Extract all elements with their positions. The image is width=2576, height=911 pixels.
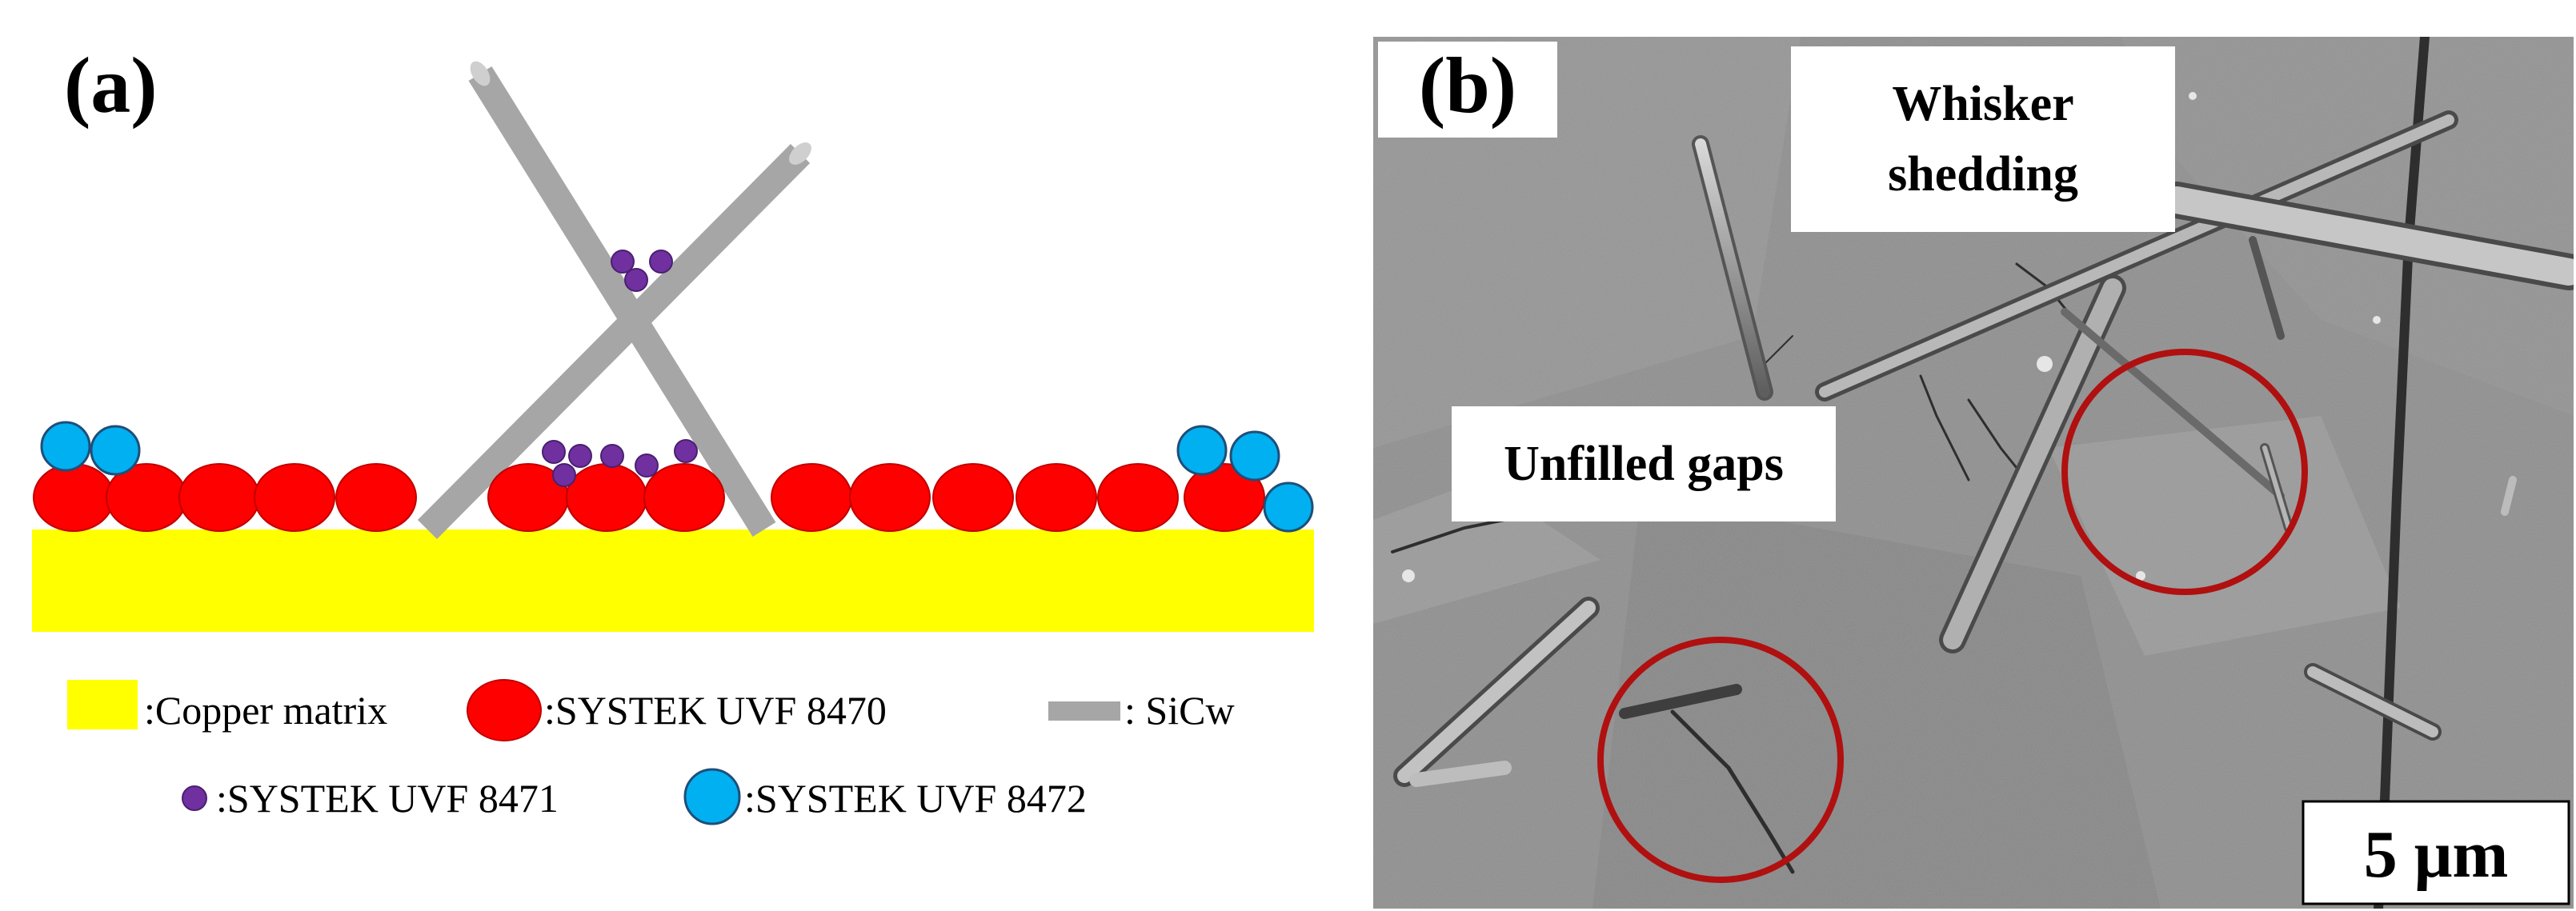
uvf8470-particle (33, 463, 114, 532)
uvf8470-particle (771, 463, 852, 532)
uvf8470-particle (932, 463, 1014, 532)
uvf8471-particle (568, 444, 592, 468)
uvf8472-particle (90, 425, 141, 476)
legend-sicw-label: : SiCw (1124, 688, 1235, 733)
uvf8471-particle (552, 463, 576, 487)
panel-a: (a) (32, 41, 1314, 825)
sem-image (1373, 37, 2574, 909)
uvf8470-particle (849, 463, 931, 532)
legend-uvf8470-label: :SYSTEK UVF 8470 (544, 688, 887, 733)
uvf8470-particle (1016, 463, 1097, 532)
legend-uvf8472-swatch (683, 768, 741, 825)
legend-uvf8472-label: :SYSTEK UVF 8472 (744, 776, 1087, 821)
uvf8472-particle (1176, 425, 1228, 476)
unfilled-gaps-label: Unfilled gaps (1504, 437, 1784, 491)
legend-uvf8471-swatch (182, 785, 207, 811)
legend-uvf8471-label: :SYSTEK UVF 8471 (216, 776, 559, 821)
uvf8471-particle (542, 440, 566, 464)
uvf8470-particle (1184, 463, 1265, 532)
whisker-shedding-line2: shedding (1888, 147, 2078, 202)
sicw-whisker (417, 144, 811, 539)
uvf8472-particle (1263, 481, 1314, 533)
scale-bar-box (2302, 800, 2570, 905)
uvf8470-particle (254, 463, 335, 532)
scale-bar-label: 5 μm (2364, 817, 2509, 892)
sicw-whisker (468, 66, 776, 537)
uvf8472-particle (1229, 430, 1280, 481)
panel-b-label: (b) (1419, 41, 1516, 130)
highlight-circle (1597, 637, 1844, 883)
uvf8471-particle (649, 250, 673, 274)
uvf8471-particle (600, 444, 624, 468)
whisker-shedding-callout (1791, 46, 2175, 232)
uvf8471-particle (635, 454, 659, 477)
sicw-whiskers (417, 61, 811, 539)
legend-copper-swatch (67, 680, 138, 729)
whisker-end-cap (789, 142, 811, 165)
uvf8470-particle (566, 463, 647, 532)
uvf8471-particles (542, 250, 698, 487)
highlight-circle (2061, 349, 2308, 595)
legend-copper-label: :Copper matrix (144, 688, 387, 733)
unfilled-gaps-callout (1452, 406, 1836, 521)
whisker-end-cap (470, 61, 491, 86)
uvf8471-particle (624, 268, 648, 292)
panel-b: (b) Whisker shedding Unfilled gaps 5 μm (1373, 37, 2574, 909)
uvf8470-particles (33, 463, 1265, 532)
uvf8471-particle (611, 250, 635, 274)
uvf8470-particle (178, 463, 260, 532)
sem-debris (1402, 92, 2381, 582)
legend-uvf8470-swatch (467, 679, 542, 741)
panel-a-label: (a) (64, 41, 158, 130)
uvf8472-particles (40, 421, 1314, 533)
sem-whiskers (1393, 110, 2574, 787)
uvf8471-particle (674, 439, 698, 463)
uvf8470-particle (1097, 463, 1179, 532)
copper-matrix (32, 529, 1314, 632)
uvf8470-particle (643, 463, 725, 532)
uvf8470-particle (335, 463, 417, 532)
legend: :Copper matrix :SYSTEK UVF 8470 : SiCw :… (67, 679, 1235, 825)
panel-b-label-box (1378, 42, 1557, 138)
whisker-shedding-line1: Whisker (1892, 77, 2073, 131)
uvf8472-particle (40, 421, 91, 472)
